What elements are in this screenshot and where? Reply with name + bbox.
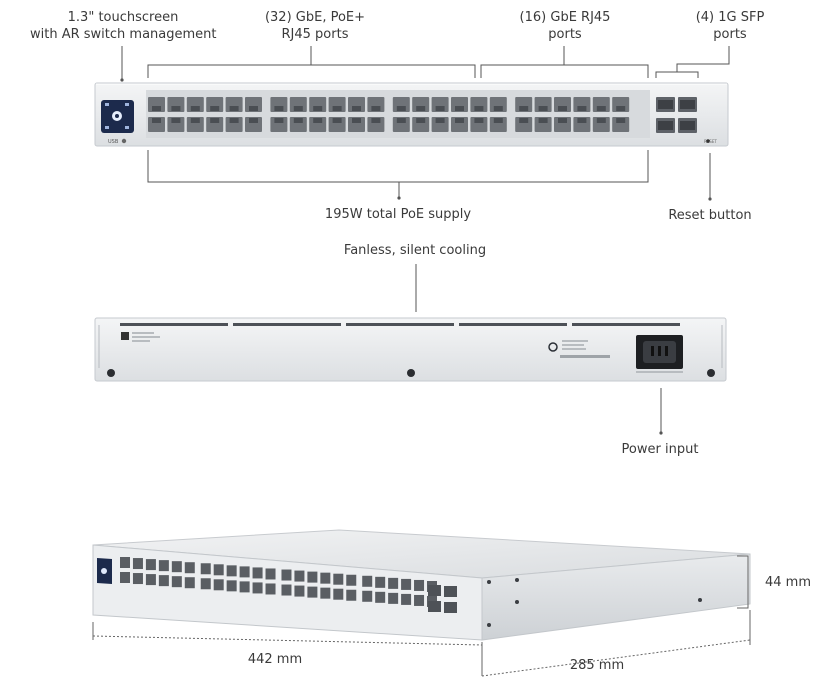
rj45-port-grid	[148, 97, 630, 132]
rj45-port	[294, 585, 305, 597]
rj45-port	[320, 572, 331, 584]
rj45-port	[333, 573, 344, 585]
vent-slot	[459, 323, 567, 326]
annotation-lines-front	[121, 46, 730, 199]
reset-text: RESET	[704, 139, 717, 144]
usb-port-label: USB	[108, 139, 119, 145]
rj45-port	[265, 568, 276, 580]
rj45-port	[213, 564, 224, 576]
poe-ports-label: (32) GbE, PoE+RJ45 ports	[264, 10, 366, 42]
rj45-port	[307, 571, 318, 583]
rj45-port	[184, 577, 195, 589]
rj45-port	[132, 558, 143, 570]
certification-marks	[560, 355, 610, 358]
rj45-port	[294, 570, 305, 582]
rj45-port	[281, 584, 292, 596]
perspective-view-switch	[92, 529, 751, 677]
rj45-port	[158, 575, 169, 587]
rj45-port	[226, 565, 237, 577]
rj45-port	[265, 583, 276, 595]
reset-pinhole	[706, 139, 710, 143]
cooling-label: Fanless, silent cooling	[343, 243, 487, 258]
power-input-label: Power input	[621, 442, 699, 457]
rj45-port	[362, 575, 373, 587]
ubiquiti-logo-icon	[548, 342, 558, 352]
rear-view-switch	[94, 264, 727, 435]
rj45-port	[252, 567, 263, 579]
vent-slot	[346, 323, 454, 326]
rj45-port-grid-perspective	[120, 557, 437, 607]
rj45-port	[120, 572, 130, 583]
rj45-port	[200, 563, 211, 575]
rj45-port	[414, 579, 425, 591]
rj45-port	[375, 591, 386, 603]
rj45-port	[375, 576, 386, 588]
vent-slot	[233, 323, 341, 326]
rj45-port	[226, 580, 237, 592]
rj45-port	[120, 557, 130, 568]
sfp-port	[444, 586, 457, 597]
rj45-port	[333, 588, 344, 600]
sfp-port-grid-perspective	[428, 585, 457, 613]
rj45-port	[346, 589, 357, 601]
rj45-port	[401, 593, 412, 605]
screw	[107, 369, 115, 377]
rj45-port	[239, 566, 250, 578]
rj45-port	[158, 560, 169, 572]
sfp-port	[428, 601, 441, 612]
rj45-port	[346, 574, 357, 586]
front-view-switch: USB RESET	[94, 82, 729, 147]
screw	[407, 369, 415, 377]
rj45-port	[414, 594, 425, 606]
rj45-port	[171, 561, 182, 573]
rj45-port	[252, 582, 263, 594]
sfp-port	[428, 585, 441, 596]
rj45-port	[320, 587, 331, 599]
rj45-port	[132, 573, 143, 585]
screw	[707, 369, 715, 377]
reset-button-label: Reset button	[668, 208, 752, 223]
poe-supply-label: 195W total PoE supply	[324, 207, 472, 222]
rj45-port	[388, 577, 399, 589]
rj45-port	[213, 579, 224, 591]
rj45-port	[362, 590, 373, 602]
rj45-port	[281, 569, 292, 581]
rj45-port	[388, 592, 399, 604]
rj45-port	[184, 562, 195, 574]
rj45-port	[145, 559, 156, 571]
vent-slot	[572, 323, 680, 326]
rj45-port	[401, 578, 412, 590]
height-label: 44 mm	[764, 575, 811, 590]
vent-slot	[120, 323, 228, 326]
rj45-port	[145, 574, 156, 586]
rj45-port	[171, 576, 182, 588]
width-label: 442 mm	[247, 652, 303, 667]
depth-label: 285 mm	[569, 658, 625, 673]
sfp-port	[444, 602, 457, 613]
rj45-port	[200, 578, 211, 590]
sfp-port-grid	[656, 97, 697, 133]
qr-code	[121, 332, 129, 340]
rj45-port	[307, 586, 318, 598]
rj45-port	[239, 581, 250, 593]
